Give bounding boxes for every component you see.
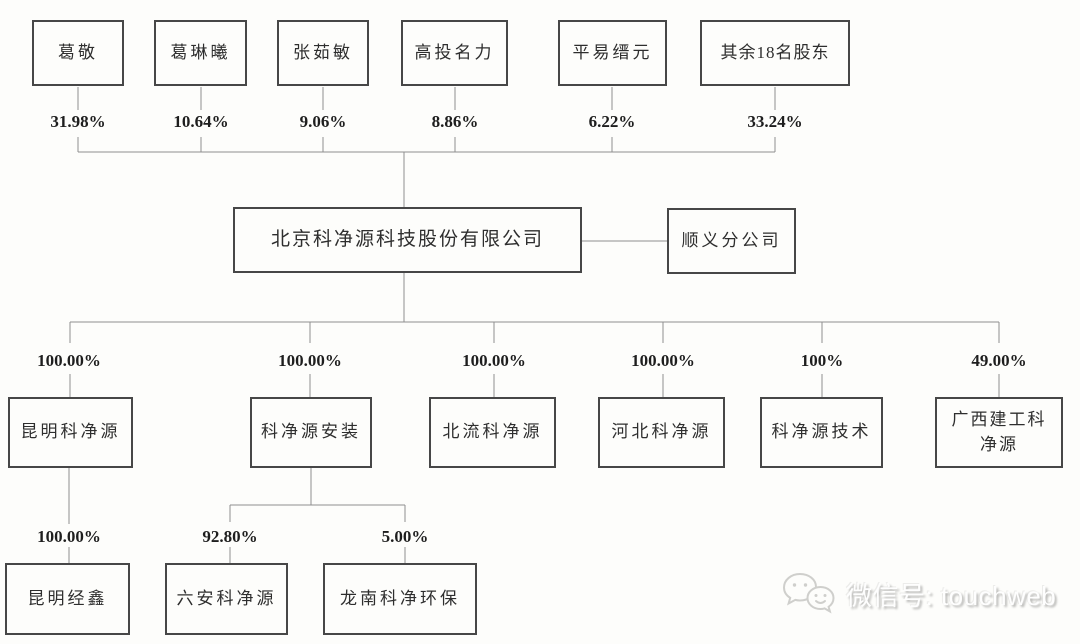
node-grandchild-longnan: 龙南科净环保 xyxy=(323,563,477,635)
node-subsidiary-jishu: 科净源技术 xyxy=(760,397,883,468)
percent-shareholder-4: 8.86% xyxy=(431,112,479,131)
node-subsidiary-beiliu: 北流科净源 xyxy=(429,397,556,468)
node-shareholder-gelinxi: 葛琳曦 xyxy=(154,20,247,86)
percent-shareholder-2: 10.64% xyxy=(173,112,229,131)
node-shareholder-pingyijinyuan: 平易缙元 xyxy=(558,20,667,86)
watermark: 微信号: touchweb xyxy=(780,570,1056,618)
node-shareholder-other18: 其余18名股东 xyxy=(700,20,850,86)
percent-shareholder-5: 6.22% xyxy=(588,112,636,131)
watermark-text: 微信号: touchweb xyxy=(846,580,1057,611)
node-shareholder-gejing: 葛敬 xyxy=(32,20,124,86)
node-branch-shunyi: 顺义分公司 xyxy=(667,208,796,274)
percent-subsidiary-1: 100.00% xyxy=(37,351,101,370)
percent-grandchild-1: 100.00% xyxy=(37,527,101,546)
node-subsidiary-anzhuang: 科净源安装 xyxy=(250,397,372,468)
percent-grandchild-3: 5.00% xyxy=(381,527,429,546)
wechat-icon xyxy=(782,572,835,614)
node-grandchild-kunmingjingxin: 昆明经鑫 xyxy=(5,563,130,635)
percent-grandchild-2: 92.80% xyxy=(202,527,258,546)
node-parent-company: 北京科净源科技股份有限公司 xyxy=(233,207,582,273)
node-shareholder-zhangrumin: 张茹敏 xyxy=(277,20,369,86)
percent-subsidiary-5: 100% xyxy=(800,351,844,370)
node-shareholder-gaotoumingli: 高投名力 xyxy=(401,20,508,86)
percent-subsidiary-4: 100.00% xyxy=(631,351,695,370)
percent-subsidiary-6: 49.00% xyxy=(971,351,1027,370)
percent-subsidiary-3: 100.00% xyxy=(462,351,526,370)
node-subsidiary-guangxi: 广西建工科净源 xyxy=(935,397,1063,468)
node-subsidiary-hebei: 河北科净源 xyxy=(598,397,725,468)
percent-shareholder-1: 31.98% xyxy=(50,112,106,131)
percent-shareholder-6: 33.24% xyxy=(747,112,803,131)
node-grandchild-luan: 六安科净源 xyxy=(165,563,288,635)
percent-shareholder-3: 9.06% xyxy=(299,112,347,131)
percent-subsidiary-2: 100.00% xyxy=(278,351,342,370)
node-subsidiary-kunming: 昆明科净源 xyxy=(8,397,133,468)
